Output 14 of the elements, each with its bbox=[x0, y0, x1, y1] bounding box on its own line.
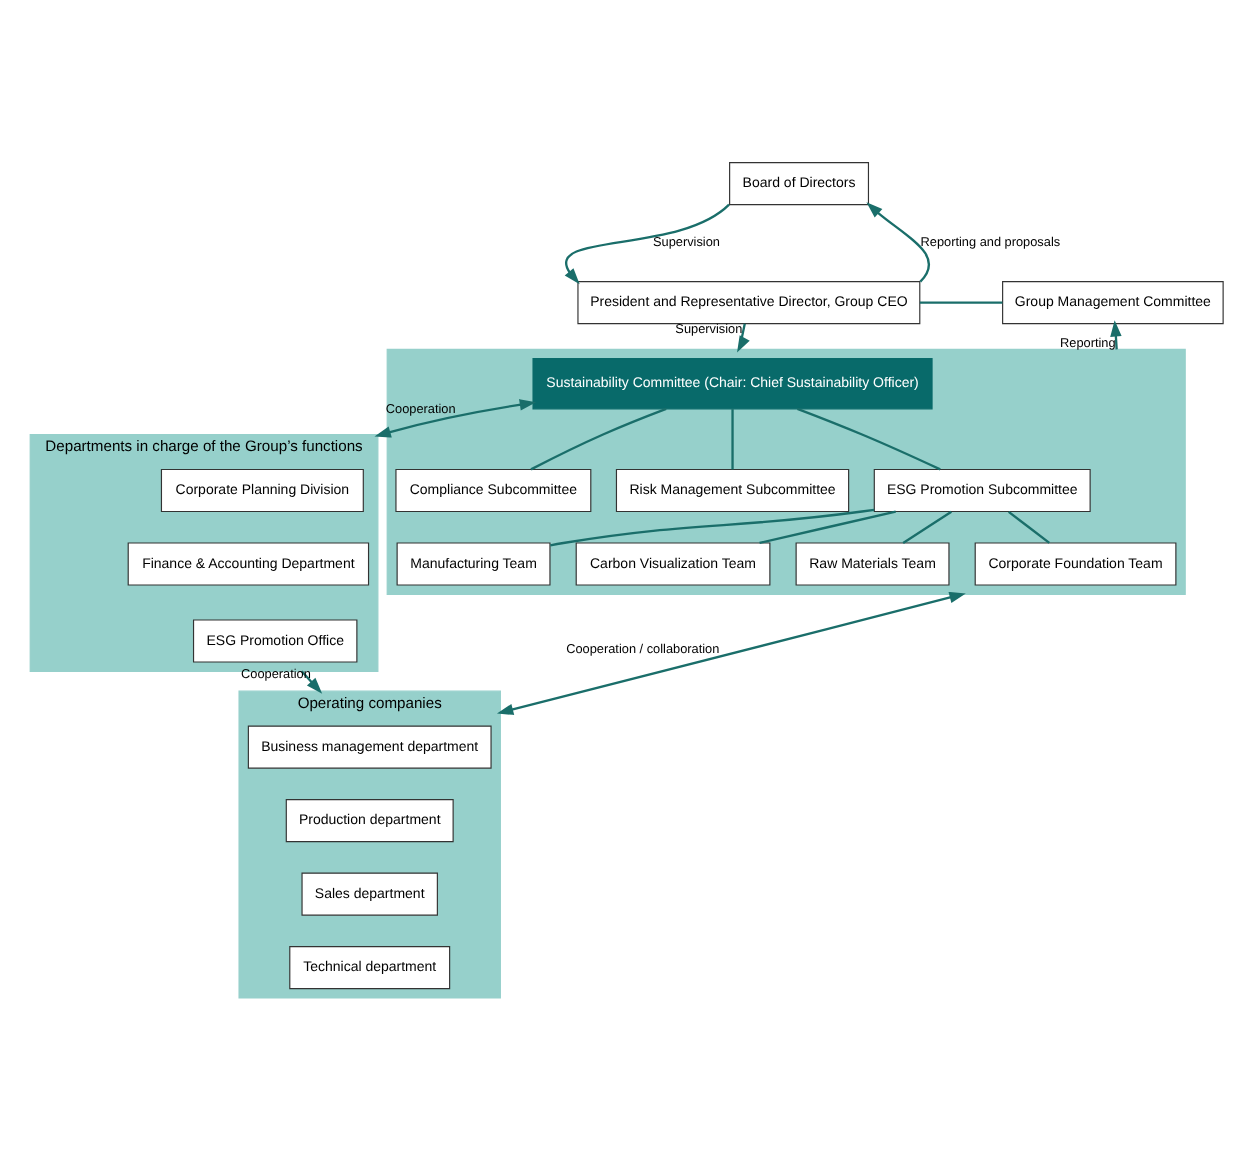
connector bbox=[530, 407, 667, 471]
arrow bbox=[374, 399, 537, 438]
connector bbox=[902, 510, 952, 544]
connector bbox=[550, 508, 875, 547]
arrow bbox=[564, 203, 730, 285]
arrow bbox=[1110, 320, 1122, 350]
arrow bbox=[737, 323, 750, 353]
connector bbox=[731, 409, 734, 470]
connector bbox=[759, 510, 896, 545]
arrow bbox=[866, 202, 931, 283]
connector bbox=[919, 301, 1003, 304]
connector bbox=[797, 407, 941, 471]
connector bbox=[1008, 510, 1050, 544]
arrow bbox=[496, 592, 966, 715]
